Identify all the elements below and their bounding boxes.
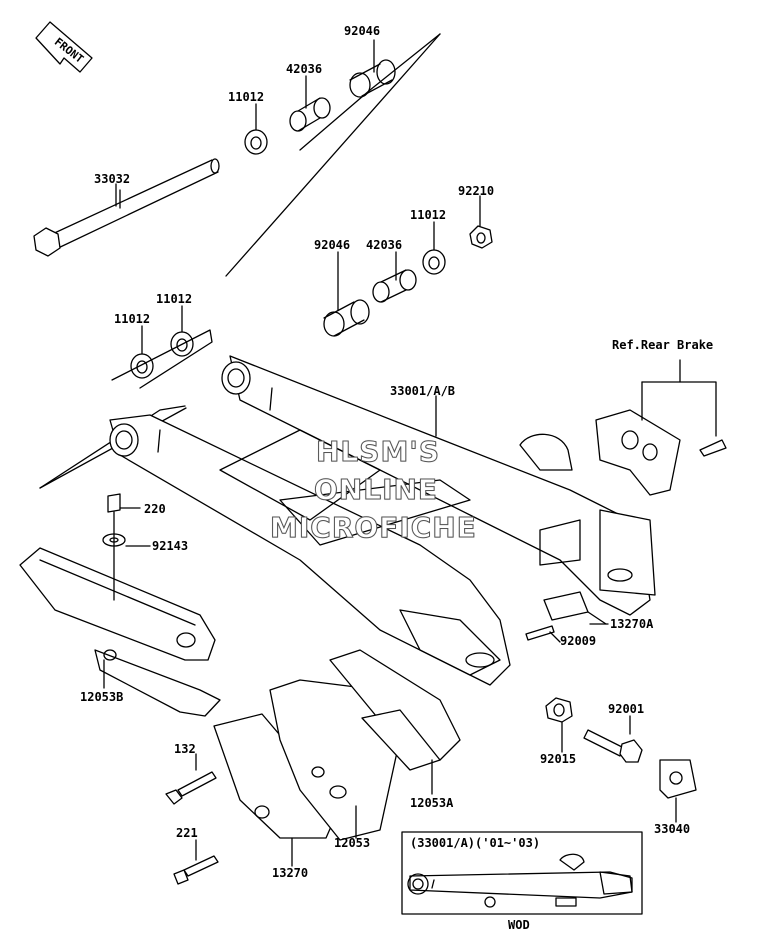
part-label-42036-top[interactable]: 42036: [286, 62, 323, 76]
clip-33040: [659, 759, 697, 799]
part-label-11012-top[interactable]: 11012: [228, 90, 265, 104]
sleeve-42036-upper: [289, 97, 331, 132]
watermark-line-1: HLSM'S: [315, 435, 441, 468]
part-label-11012-left[interactable]: 11012: [156, 292, 193, 306]
seal-11012-mid: [422, 249, 446, 275]
inset-box: [401, 831, 643, 915]
bolt-220: [107, 493, 121, 513]
bushing-92046-upper: [349, 59, 396, 98]
seal-11012-left2: [130, 353, 154, 379]
part-label-92009[interactable]: 92009: [560, 634, 597, 648]
part-label-92015[interactable]: 92015: [540, 752, 577, 766]
nut-92015: [545, 697, 573, 723]
bushing-92046-mid: [323, 299, 370, 337]
part-label-92001[interactable]: 92001: [608, 702, 645, 716]
part-label-132[interactable]: 132: [174, 742, 196, 756]
part-label-13270[interactable]: 13270: [272, 866, 309, 880]
seal-11012-upper: [244, 129, 268, 155]
part-label-42036-mid[interactable]: 42036: [366, 238, 403, 252]
part-label-12053B[interactable]: 12053B: [80, 690, 124, 704]
plate-13270A: [543, 591, 607, 625]
chain-slider-12053B: [19, 547, 221, 717]
guide-line-upper: [225, 33, 441, 277]
part-label-33032[interactable]: 33032: [94, 172, 131, 186]
ref-rear-brake-label: Ref.Rear Brake: [612, 338, 714, 352]
sleeve-42036-mid: [372, 269, 417, 303]
brake-bracket-ref: [595, 359, 727, 496]
part-label-220[interactable]: 220: [144, 502, 166, 516]
bolt-92009: [525, 625, 555, 641]
part-label-12053A[interactable]: 12053A: [410, 796, 454, 810]
chain-guide-12053A: [329, 649, 461, 771]
part-label-92143[interactable]: 92143: [152, 539, 189, 553]
part-label-221[interactable]: 221: [176, 826, 198, 840]
bolt-221: [173, 855, 219, 885]
watermark-line-3: MICROFICHE: [270, 511, 477, 544]
part-label-92210[interactable]: 92210: [458, 184, 495, 198]
nut-92210: [469, 225, 493, 249]
part-label-33001[interactable]: 33001/A/B: [390, 384, 456, 398]
part-label-13270A[interactable]: 13270A: [610, 617, 654, 631]
inset-title: (33001/A)('01~'03): [410, 836, 541, 850]
part-label-11012-left2[interactable]: 11012: [114, 312, 151, 326]
part-label-92046-top[interactable]: 92046: [344, 24, 381, 38]
bolt-92001: [583, 729, 643, 763]
swingarm: [109, 355, 656, 686]
part-label-12053[interactable]: 12053: [334, 836, 371, 850]
front-arrow-icon: FRONT: [35, 21, 93, 73]
part-label-11012-mid[interactable]: 11012: [410, 208, 447, 222]
part-label-92046-mid[interactable]: 92046: [314, 238, 351, 252]
bolt-132: [165, 771, 217, 805]
chain-guide-13270: [213, 713, 341, 839]
watermark-line-2: ONLINE: [313, 473, 439, 506]
inset-caption: WOD: [508, 918, 530, 932]
part-label-33040[interactable]: 33040: [654, 822, 691, 836]
pivot-shaft: [33, 158, 220, 257]
